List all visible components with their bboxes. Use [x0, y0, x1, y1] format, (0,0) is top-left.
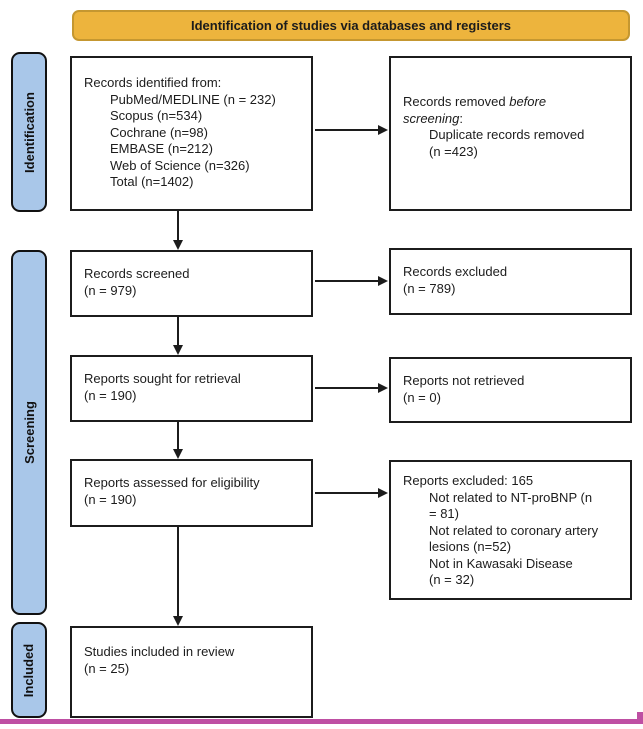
- arrow-identified-to-screened: [173, 211, 183, 250]
- exclusion-reason-coronary-count: lesions (n=52): [429, 539, 512, 554]
- box-count: (n = 190): [84, 387, 137, 403]
- exclusion-reason-kawasaki-count: (n = 32): [429, 572, 475, 587]
- stage-label-screening: Screening: [11, 250, 47, 615]
- exclusion-reason-coronary: Not related to coronary artery: [429, 522, 599, 538]
- db-count-total: Total (n=1402): [110, 174, 194, 189]
- box-records-excluded: Records excluded (n = 789): [389, 248, 632, 315]
- box-reports-sought: Reports sought for retrieval (n = 190): [70, 355, 313, 422]
- stage-label-included: Included: [11, 622, 47, 718]
- box-title: Records excluded: [403, 264, 508, 279]
- arrow-assessed-to-included: [173, 527, 183, 626]
- stage-label-text: Included: [21, 643, 37, 697]
- header-title: Identification of studies via databases …: [190, 18, 512, 33]
- box-title: Reports not retrieved: [403, 373, 525, 388]
- removed-duplicates-count: (n =423): [429, 143, 478, 159]
- db-count-embase: EMBASE (n=212): [110, 141, 213, 156]
- box-title: Studies included in review: [84, 644, 235, 659]
- db-count-cochrane: Cochrane (n=98): [110, 124, 208, 140]
- db-count-scopus: Scopus (n=534): [110, 108, 203, 123]
- box-count: (n = 789): [403, 280, 456, 296]
- box-reports-not-retrieved: Reports not retrieved (n = 0): [389, 357, 632, 423]
- stage-label-text: Identification: [21, 91, 37, 173]
- box-studies-included: Studies included in review (n = 25): [70, 626, 313, 718]
- stage-label-text: Screening: [21, 401, 37, 464]
- page-bottom-accent-bar: [0, 719, 643, 724]
- box-title: Reports excluded: 165: [403, 473, 534, 488]
- box-title: Records screened: [84, 266, 190, 281]
- arrow-screened-to-sought: [173, 317, 183, 355]
- exclusion-reason-ntprobnp: Not related to NT-proBNP (n: [429, 489, 593, 505]
- box-reports-assessed: Reports assessed for eligibility (n = 19…: [70, 459, 313, 527]
- page-right-accent-tick: [637, 712, 643, 719]
- db-count-web-of-science: Web of Science (n=326): [110, 157, 250, 173]
- box-title: Reports assessed for eligibility: [84, 475, 260, 490]
- box-title-line2: screening:: [403, 110, 463, 126]
- arrow-sought-to-not-retrieved: [315, 383, 388, 393]
- arrow-screened-to-excluded: [315, 276, 388, 286]
- box-count: (n = 190): [84, 491, 137, 507]
- exclusion-reason-kawasaki: Not in Kawasaki Disease: [429, 555, 573, 571]
- box-count: (n = 0): [403, 389, 441, 405]
- box-title: Records removed before: [403, 94, 547, 109]
- db-count-pubmed: PubMed/MEDLINE (n = 232): [110, 91, 276, 107]
- box-records-removed: Records removed before screening: Duplic…: [389, 56, 632, 211]
- box-title: Reports sought for retrieval: [84, 371, 241, 386]
- arrow-assessed-to-excluded-reports: [315, 488, 388, 498]
- arrow-sought-to-assessed: [173, 422, 183, 459]
- box-records-identified: Records identified from: PubMed/MEDLINE …: [70, 56, 313, 211]
- removed-duplicates: Duplicate records removed: [429, 127, 585, 142]
- arrow-identified-to-removed: [315, 125, 388, 135]
- box-count: (n = 25): [84, 660, 130, 676]
- box-count: (n = 979): [84, 282, 137, 298]
- box-title: Records identified from:: [84, 75, 222, 90]
- box-records-screened: Records screened (n = 979): [70, 250, 313, 317]
- box-reports-excluded: Reports excluded: 165 Not related to NT-…: [389, 460, 632, 600]
- header-banner: Identification of studies via databases …: [72, 10, 630, 41]
- stage-label-identification: Identification: [11, 52, 47, 212]
- exclusion-reason-ntprobnp-count: = 81): [429, 506, 459, 521]
